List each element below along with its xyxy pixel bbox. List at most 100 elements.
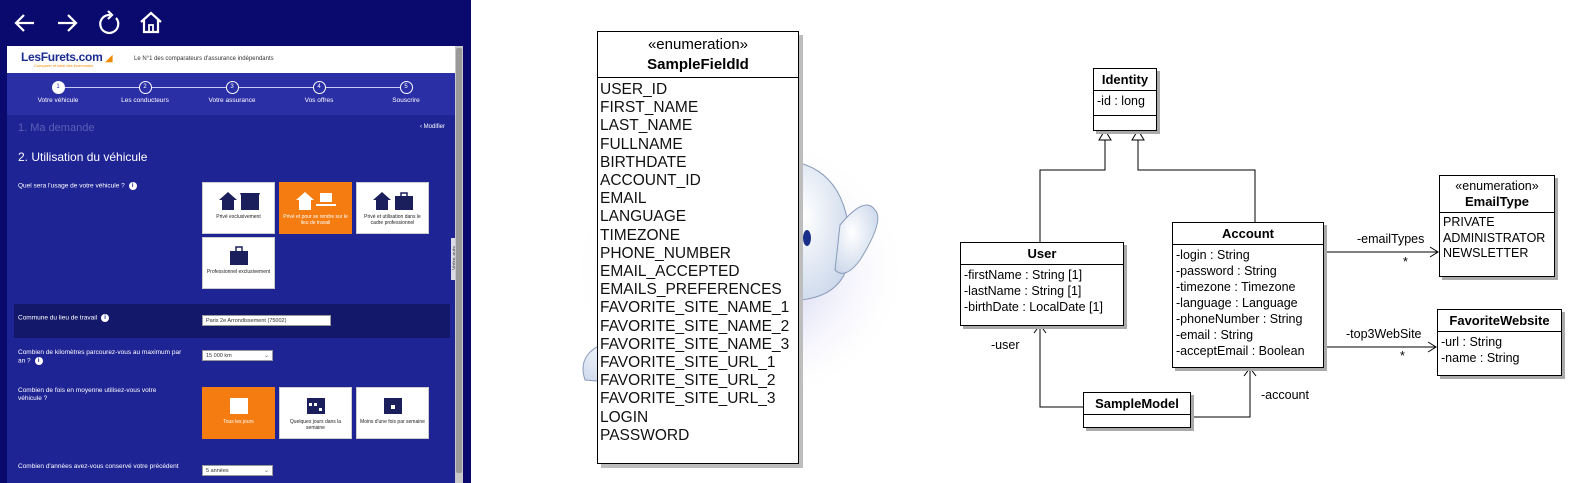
- class-attribute: -lastName : String [1]: [964, 284, 1082, 298]
- step-number: 1: [51, 81, 65, 94]
- house-desk-icon: [280, 189, 351, 211]
- tile-label: Privé et utilisation dans le cadre profe…: [364, 214, 421, 226]
- relation-label-emailtypes: -emailTypes: [1357, 232, 1425, 246]
- tile-label: Moins d'une fois par semaine: [360, 419, 425, 425]
- question-frequency: Combien de fois en moyenne utilisez-vous…: [18, 387, 157, 402]
- step-label: Souscrire: [392, 97, 420, 104]
- tile-label: Quelques jours dans la semaine: [289, 419, 342, 431]
- logo-subtitle: Comparer et faire des économies: [34, 63, 94, 68]
- enum-value: EMAIL: [600, 190, 647, 208]
- class-attribute: -phoneNumber : String: [1176, 312, 1303, 326]
- freq-tile-daily[interactable]: Tous les jours: [202, 387, 275, 439]
- enum-samplefieldid: «enumeration» SampleFieldId USER_ID FIRS…: [597, 31, 799, 464]
- class-attribute: -acceptEmail : Boolean: [1176, 344, 1305, 358]
- enum-value: BIRTHDATE: [600, 153, 687, 171]
- freq-tile-some-days[interactable]: Quelques jours dans la semaine: [279, 387, 352, 439]
- site-header: LesFurets.com ◢ Comparer et faire des éc…: [7, 46, 463, 73]
- step-label: Les conducteurs: [121, 97, 169, 104]
- step-number: 2: [138, 81, 152, 94]
- relation-multiplicity: *: [1400, 349, 1405, 363]
- info-icon[interactable]: i: [34, 357, 43, 365]
- info-icon[interactable]: i: [128, 182, 137, 190]
- step-number: 5: [399, 81, 413, 94]
- usage-tile-pro-prive[interactable]: Privé et utilisation dans le cadre profe…: [356, 182, 429, 234]
- enum-value: LANGUAGE: [600, 208, 687, 226]
- relation-label-top3website: -top3WebSite: [1346, 327, 1422, 341]
- enum-values: PRIVATE ADMINISTRATOR NEWSLETTER: [1440, 213, 1554, 264]
- enum-value: FAVORITE_SITE_URL_2: [600, 372, 776, 390]
- usage-tile-travail[interactable]: Privé et pour se rendre sur le lieu de t…: [279, 182, 352, 234]
- enum-value: EMAIL_ACCEPTED: [600, 263, 740, 281]
- tile-label: Tous les jours: [223, 419, 254, 425]
- enum-stereotype: «enumeration»: [1455, 179, 1539, 193]
- step-label: Vos offres: [304, 97, 334, 104]
- enum-value: EMAILS_PREFERENCES: [600, 281, 782, 299]
- step-label: Votre véhicule: [37, 97, 79, 104]
- enum-value: LOGIN: [600, 408, 649, 426]
- chevron-down-icon: ⌄: [263, 353, 269, 359]
- diagram-connectors: [1033, 129, 1439, 418]
- class-attribute: -language : Language: [1176, 296, 1298, 310]
- enum-value: PHONE_NUMBER: [600, 244, 731, 262]
- class-attribute: -firstName : String [1]: [964, 268, 1083, 282]
- class-favoritewebsite: FavoriteWebsite -url : String -name : St…: [1437, 309, 1562, 376]
- info-icon[interactable]: i: [101, 314, 110, 322]
- step-number: 4: [312, 81, 326, 94]
- years-select[interactable]: 5 années⌄: [202, 465, 273, 476]
- enum-value: FAVORITE_SITE_NAME_3: [600, 335, 790, 353]
- back-arrow-icon[interactable]: [10, 8, 40, 38]
- class-name: Identity: [1094, 69, 1156, 91]
- freq-tile-weekly[interactable]: Moins d'une fois par semaine: [356, 387, 429, 439]
- forward-arrow-icon[interactable]: [52, 8, 82, 38]
- class-attributes: -firstName : String [1] -lastName : Stri…: [961, 265, 1123, 317]
- km-select[interactable]: 15 000 km⌄: [202, 350, 273, 361]
- calendar-icon: [280, 394, 351, 416]
- section-ma-demande[interactable]: 1. Ma demande: [18, 122, 95, 134]
- class-attribute: -url : String: [1441, 335, 1503, 349]
- relation-label-user: -user: [991, 338, 1020, 352]
- web-page: LesFurets.com ◢ Comparer et faire des éc…: [7, 46, 463, 483]
- calendar-icon: [203, 394, 274, 416]
- section-utilisation: 2. Utilisation du véhicule: [18, 150, 148, 164]
- enum-value: FAVORITE_SITE_URL_1: [600, 354, 776, 372]
- class-attributes: -url : String -name : String: [1438, 332, 1561, 368]
- usage-tile-pro[interactable]: Professionnel exclusivement: [202, 237, 275, 289]
- enum-value: NEWSLETTER: [1443, 246, 1529, 260]
- tile-label: Professionnel exclusivement: [206, 269, 271, 275]
- class-attribute: -login : String: [1176, 248, 1250, 262]
- class-attribute: -password : String: [1176, 264, 1277, 278]
- house-briefcase-icon: [357, 189, 428, 211]
- enum-value: ADMINISTRATOR: [1443, 230, 1546, 245]
- step-label: Votre assurance: [208, 97, 256, 104]
- reload-icon[interactable]: [94, 8, 124, 38]
- question-usage: Quel sera l'usage de votre véhicule ?i: [18, 182, 178, 191]
- enum-stereotype: «enumeration»: [647, 36, 749, 53]
- modify-label: Modifier: [423, 124, 446, 130]
- class-name: User: [961, 243, 1123, 265]
- enum-value: PASSWORD: [600, 426, 690, 444]
- class-attributes: -login : String -password : String -time…: [1173, 245, 1323, 361]
- tile-label: Privé exclusivement: [216, 214, 261, 220]
- enum-value: PRIVATE: [1443, 215, 1495, 229]
- class-attribute: -id : long: [1097, 94, 1145, 108]
- question-km: Combien de kilomètres parcourez-vous au …: [18, 349, 182, 365]
- enum-name: SampleFieldId: [598, 56, 798, 78]
- enum-value: TIMEZONE: [600, 226, 681, 244]
- home-icon[interactable]: [136, 8, 166, 38]
- site-logo[interactable]: LesFurets.com ◢: [21, 50, 113, 64]
- browser-window: LesFurets.com ◢ Comparer et faire des éc…: [0, 0, 471, 483]
- commune-input[interactable]: Paris 2e Arrondissement (75002): [202, 315, 331, 326]
- usage-tile-prive[interactable]: Privé exclusivement: [202, 182, 275, 234]
- class-samplemodel: SampleModel: [1083, 392, 1191, 428]
- class-attribute: -email : String: [1176, 328, 1254, 342]
- class-account: Account -login : String -password : Stri…: [1172, 222, 1324, 368]
- tile-label: Privé et pour se rendre sur le lieu de t…: [283, 214, 348, 226]
- briefcase-icon: [203, 244, 274, 266]
- scrollbar-thumb[interactable]: [456, 48, 462, 473]
- modify-link[interactable]: ‹ Modifier: [420, 124, 446, 130]
